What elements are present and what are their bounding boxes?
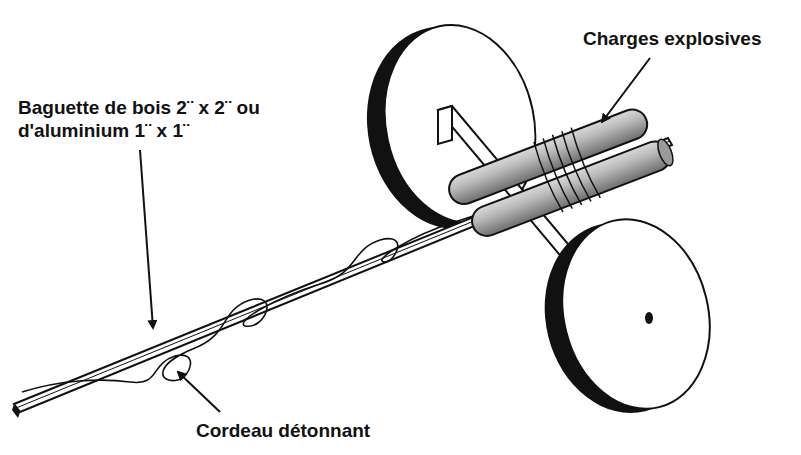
explosive-charges xyxy=(443,97,677,248)
leader-arrow xyxy=(178,372,220,412)
leader-arrow xyxy=(140,150,153,328)
part-label: Cordeau détonnant xyxy=(196,419,416,442)
leader-arrow xyxy=(602,58,650,122)
front-wheel xyxy=(525,203,729,429)
detonating-cord xyxy=(22,186,545,392)
axle-end xyxy=(438,106,452,144)
part-label: Baguette de bois 2¨ x 2¨ ou d'aluminium … xyxy=(18,96,268,142)
part-label: Charges explosives xyxy=(583,27,795,50)
